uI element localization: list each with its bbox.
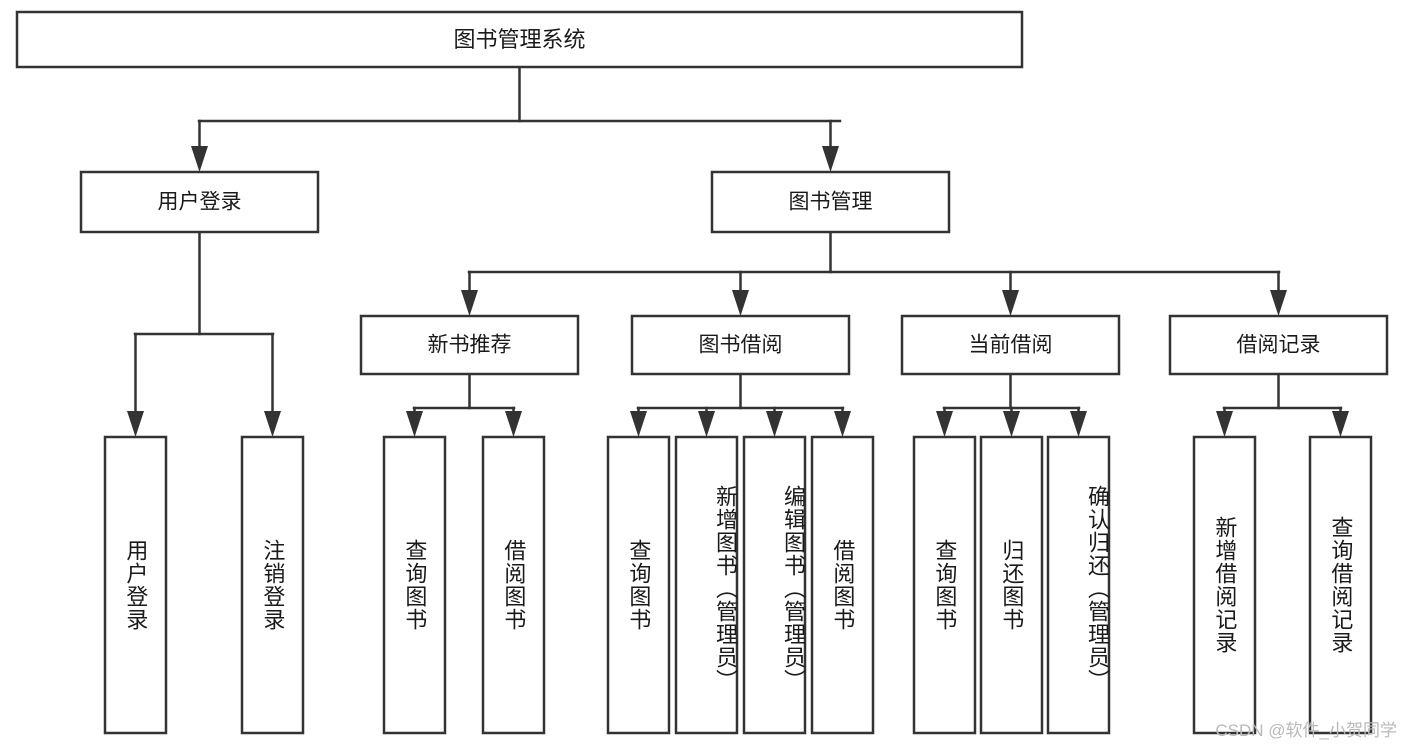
arrow-head-bm-child-1 <box>732 290 749 316</box>
arrow-head-nbr-leaf-1 <box>505 411 522 437</box>
arrow-head-br-leaf-1 <box>1332 411 1349 437</box>
leaf-box-new-book-recommend-1[interactable] <box>481 435 546 735</box>
connector-group-root <box>191 65 842 172</box>
connector-group-book-borrow <box>630 372 851 437</box>
node-box-book-borrow[interactable] <box>630 314 851 376</box>
arrow-head-bm-child-0 <box>461 290 478 316</box>
node-label-book-management: 图书管理 <box>789 191 873 214</box>
arrow-head-user-login <box>191 146 208 172</box>
node-label-user-login: 用户登录 <box>158 191 242 214</box>
arrow-head-ul-leaf-0 <box>127 411 144 437</box>
node-label-borrow-record: 借阅记录 <box>1237 334 1321 357</box>
node-label-book-borrow: 图书借阅 <box>699 334 783 357</box>
arrow-head-br-leaf-0 <box>1216 411 1233 437</box>
leaf-box-book-borrow-3[interactable] <box>810 435 875 735</box>
node-box-borrow-record[interactable] <box>1168 314 1389 376</box>
arrow-head-bb-leaf-3 <box>834 411 851 437</box>
node-label-new-book-recommend: 新书推荐 <box>428 334 512 357</box>
leaf-box-user-login-0[interactable] <box>103 435 168 735</box>
connector-group-new-book-recommend <box>406 372 522 437</box>
connector-group-borrow-record <box>1216 372 1349 437</box>
leaf-box-book-borrow-0[interactable] <box>606 435 671 735</box>
node-box-new-book-recommend[interactable] <box>359 314 580 376</box>
leaf-box-user-login-1[interactable] <box>240 435 305 735</box>
arrow-head-bm-child-2 <box>1002 290 1019 316</box>
leaf-box-current-borrow-0[interactable] <box>912 435 977 735</box>
leaf-box-current-borrow-1[interactable] <box>979 435 1044 735</box>
arrow-head-cb-leaf-1 <box>1003 411 1020 437</box>
node-box-root[interactable] <box>15 10 1024 69</box>
connector-group-current-borrow <box>936 372 1087 437</box>
leaf-box-book-borrow-1[interactable] <box>674 435 739 735</box>
arrow-head-ul-leaf-1 <box>264 411 281 437</box>
leaf-box-current-borrow-2[interactable] <box>1046 435 1111 735</box>
node-box-book-management[interactable] <box>710 170 951 234</box>
leaf-box-borrow-record-0[interactable] <box>1192 435 1257 735</box>
arrow-head-cb-leaf-0 <box>936 411 953 437</box>
node-box-user-login[interactable] <box>79 170 320 234</box>
arrow-head-nbr-leaf-0 <box>406 411 423 437</box>
leaf-box-borrow-record-1[interactable] <box>1308 435 1373 735</box>
csdn-watermark: CSDN @软件_小贺同学 <box>1215 721 1397 740</box>
node-label-current-borrow: 当前借阅 <box>969 334 1053 357</box>
node-label-root: 图书管理系统 <box>453 27 585 52</box>
arrow-head-bb-leaf-0 <box>630 411 647 437</box>
arrow-head-book-mgmt <box>822 146 839 172</box>
arrow-head-bb-leaf-2 <box>766 411 783 437</box>
arrow-head-bb-leaf-1 <box>698 411 715 437</box>
leaf-box-book-borrow-2[interactable] <box>742 435 807 735</box>
leaf-box-new-book-recommend-0[interactable] <box>382 435 447 735</box>
arrow-head-cb-leaf-2 <box>1070 411 1087 437</box>
connector-group-user-login <box>127 230 281 437</box>
node-box-current-borrow[interactable] <box>900 314 1121 376</box>
connector-group-book-mgmt <box>461 230 1287 316</box>
arrow-head-bm-child-3 <box>1270 290 1287 316</box>
